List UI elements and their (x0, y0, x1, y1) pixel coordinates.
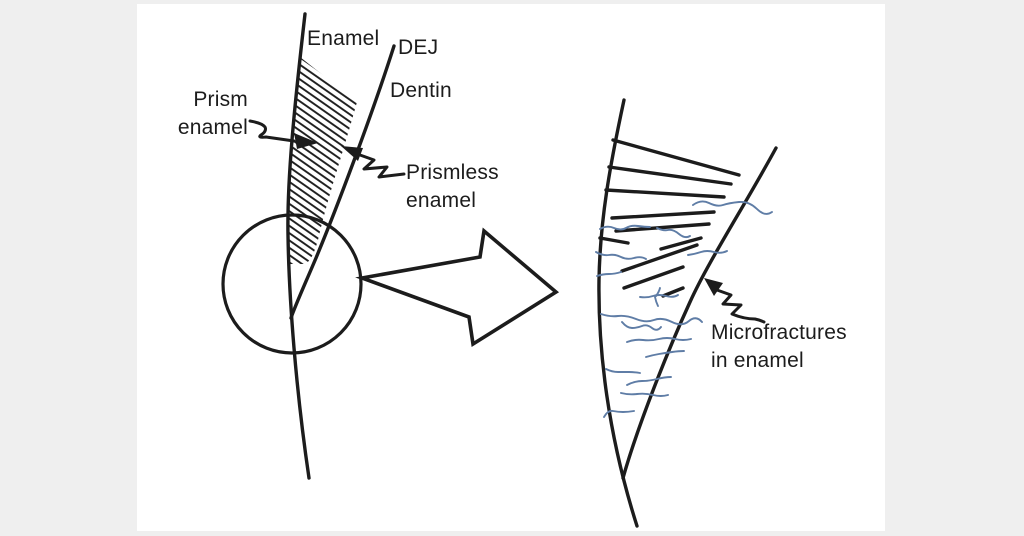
left-tooth-diagram (221, 12, 406, 480)
prism-enamel-pointer (248, 119, 318, 149)
tooth-diagram-artwork (221, 12, 778, 528)
magnified-region-circle (221, 213, 363, 355)
microfracture-lines (595, 200, 773, 418)
enamel-prism-rods (598, 138, 741, 298)
magnification-arrow (355, 227, 560, 347)
label-enamel: Enamel (307, 27, 380, 50)
prismless-enamel-pointer (341, 146, 406, 179)
magnified-dej-line (621, 146, 778, 480)
enamel-surface-line (286, 12, 311, 480)
label-dentin: Dentin (390, 79, 452, 102)
label-dej: DEJ (398, 36, 439, 59)
dej-line (289, 44, 396, 320)
magnified-enamel-surface-line (597, 98, 639, 528)
label-microfractures: Microfractures in enamel (711, 321, 847, 372)
label-prism-enamel: Prism enamel (177, 88, 248, 139)
microfractures-arrowhead (704, 278, 723, 296)
label-prismless-enamel: Prismless enamel (406, 161, 499, 212)
prism-enamel-arrowhead (294, 133, 318, 149)
figure-canvas: Enamel DEJ Dentin Prism enamel Prismless… (137, 4, 885, 531)
right-magnified-diagram (595, 98, 778, 528)
prismless-enamel-arrowhead (341, 146, 363, 161)
microfractures-pointer (704, 278, 766, 324)
